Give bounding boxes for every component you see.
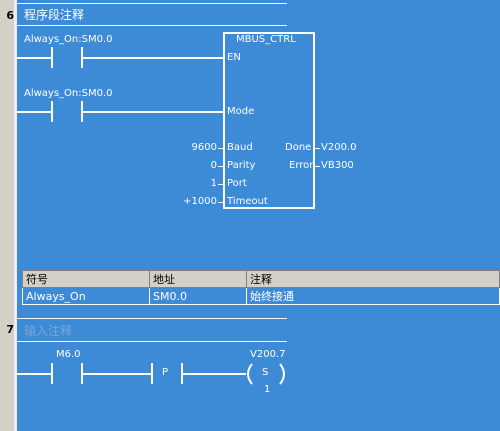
wire [17, 373, 52, 375]
pin-mode: Mode [227, 106, 255, 117]
pin-parity: Parity [227, 160, 256, 171]
network-7-number: 7 [6, 323, 14, 336]
param-done-value[interactable]: V200.0 [321, 142, 357, 153]
pin-error: Error [289, 160, 314, 171]
contact-1-label: Always_On:SM0.0 [24, 34, 113, 45]
cell-address[interactable]: SM0.0 [149, 287, 247, 305]
param-tick [218, 202, 224, 203]
param-tick [218, 184, 224, 185]
param-tick [314, 148, 320, 149]
contact-m6-left-bar[interactable] [51, 363, 53, 384]
contact-2-left-bar[interactable] [51, 101, 53, 122]
wire [82, 111, 224, 113]
p-transition-label: P [162, 367, 169, 378]
pin-port: Port [227, 178, 247, 189]
wire [82, 373, 152, 375]
network-number-rail [0, 0, 15, 431]
col-symbol-header[interactable]: 符号 [22, 270, 150, 288]
p-transition-left-bar[interactable] [151, 363, 153, 384]
coil-count: 1 [264, 384, 271, 395]
pin-baud: Baud [227, 142, 253, 153]
wire [182, 373, 246, 375]
wire [82, 57, 224, 59]
mbus-ctrl-block[interactable] [223, 32, 315, 209]
network-6-top-separator [17, 3, 287, 4]
symbol-table: 符号 地址 注释 Always_On SM0.0 始终接通 [22, 270, 500, 305]
param-port-value[interactable]: 1 [210, 178, 217, 189]
param-tick [218, 148, 224, 149]
param-parity-value[interactable]: 0 [210, 160, 217, 171]
pin-en: EN [227, 52, 241, 63]
contact-m6-label: M6.0 [56, 349, 81, 360]
network-6-comment[interactable]: 程序段注释 [24, 8, 85, 22]
network-6-comment-separator [17, 25, 287, 26]
wire [17, 111, 52, 113]
pin-done: Done [285, 142, 312, 153]
pin-timeout: Timeout [227, 196, 268, 207]
cell-comment[interactable]: 始终接通 [246, 287, 500, 305]
network-7-top-separator [17, 318, 287, 319]
network-7-comment[interactable]: 输入注释 [24, 324, 73, 338]
col-comment-header[interactable]: 注释 [246, 270, 500, 288]
wire [17, 57, 52, 59]
param-tick [314, 166, 320, 167]
block-title: MBUS_CTRL [236, 34, 296, 45]
cell-symbol[interactable]: Always_On [22, 287, 150, 305]
set-coil[interactable] [242, 363, 290, 385]
param-timeout-value[interactable]: +1000 [183, 196, 217, 207]
left-power-rail [14, 0, 17, 431]
network-6-number: 6 [6, 9, 14, 22]
param-baud-value[interactable]: 9600 [191, 142, 217, 153]
param-tick [218, 166, 224, 167]
col-address-header[interactable]: 地址 [149, 270, 247, 288]
symbol-table-header: 符号 地址 注释 [22, 270, 500, 288]
contact-2-label: Always_On:SM0.0 [24, 88, 113, 99]
param-error-value[interactable]: VB300 [321, 160, 354, 171]
table-row[interactable]: Always_On SM0.0 始终接通 [22, 287, 500, 305]
coil-label: V200.7 [250, 349, 286, 360]
contact-1-left-bar[interactable] [51, 47, 53, 68]
coil-type: S [262, 367, 269, 378]
network-7-comment-separator [17, 341, 287, 342]
